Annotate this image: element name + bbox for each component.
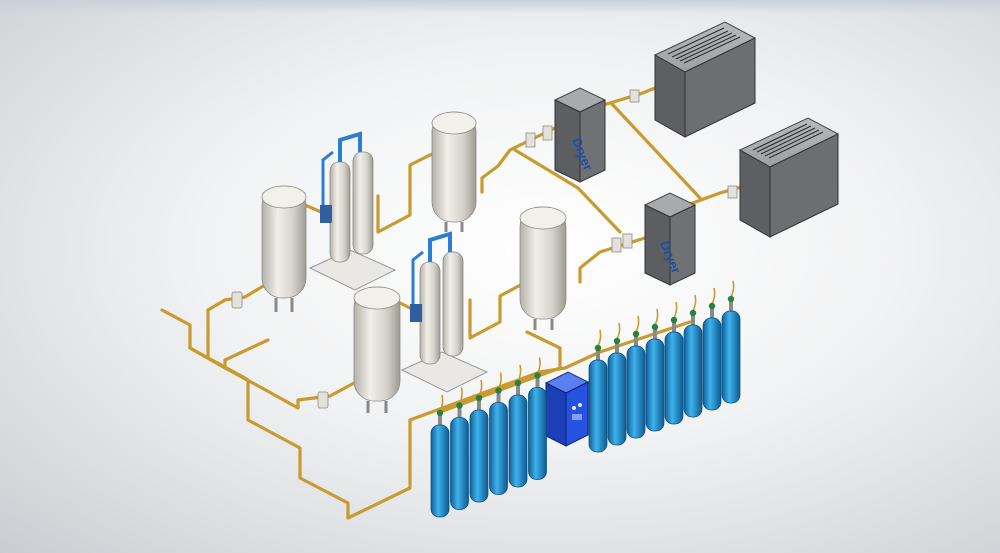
pipe-network (160, 86, 747, 520)
gas-cylinder (702, 287, 722, 411)
pipe-header-branch-2 (223, 338, 270, 370)
control-cabinet (544, 371, 590, 447)
pipe-dryer-bypass (513, 148, 622, 234)
gas-cylinder (469, 379, 489, 503)
pipe-supply-run (188, 346, 412, 520)
gas-cylinder (528, 357, 547, 480)
gen1-column-right (352, 151, 374, 255)
pipe-tankC-manifold (525, 330, 562, 370)
pipe-dryer-crossover (610, 102, 702, 200)
filter-2 (542, 125, 553, 141)
receiver-tank-b (261, 185, 307, 312)
pipe-dryer2-tankC (578, 236, 647, 284)
compressor-1 (653, 21, 757, 138)
gas-cylinder (626, 315, 646, 439)
gas-cylinder (588, 329, 608, 453)
filter-1 (525, 132, 536, 148)
compressor-2 (738, 117, 840, 238)
gen1-column-left (329, 161, 351, 263)
top-background-band (0, 0, 1000, 14)
gen2-column-right (442, 251, 464, 357)
filter-3 (622, 233, 633, 249)
gas-cylinder (450, 387, 469, 510)
pipe-tankD-header (296, 380, 358, 410)
receiver-tank-a (431, 111, 477, 232)
generator-skid-1 (308, 131, 397, 291)
gas-cylinder (508, 364, 528, 488)
generator-skid-2 (400, 231, 489, 393)
gas-cylinder (645, 308, 665, 432)
gen2-column-left (419, 261, 441, 365)
pipe-tankA-gen1 (376, 148, 442, 234)
filter-4 (611, 237, 622, 253)
filter-7 (231, 291, 243, 309)
gas-cylinder (430, 394, 450, 518)
gas-cylinder (489, 372, 508, 495)
inline-filters (231, 89, 738, 409)
filter-5 (629, 89, 640, 103)
pipe-tankC-gen2 (468, 278, 532, 340)
receiver-tank-d (353, 286, 401, 413)
gas-cylinder (664, 301, 684, 425)
cylinder-bank (430, 280, 741, 518)
pipe-compressor1-dryer1 (598, 86, 657, 108)
receiver-tank-c (519, 206, 567, 330)
pipe-dryer1-tankA (480, 126, 557, 194)
dryer-1: Dryer (553, 87, 607, 183)
gas-cylinder (721, 280, 741, 404)
dryer-2: Dryer (643, 192, 697, 286)
gas-cylinder (683, 294, 703, 418)
gas-cylinder (607, 322, 627, 446)
filter-6 (727, 185, 738, 199)
filter-8 (317, 391, 329, 409)
